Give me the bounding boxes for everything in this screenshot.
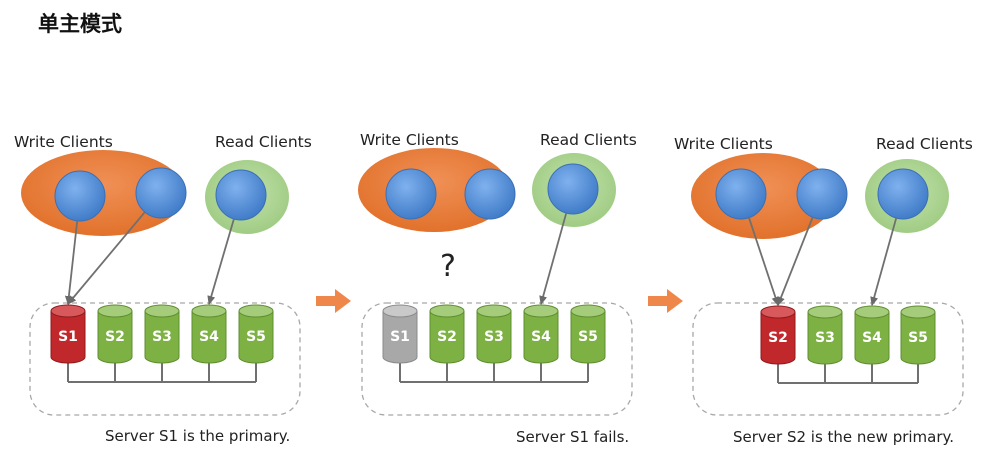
server-top-icon [854,305,890,319]
server-label: S1 [390,329,410,345]
server-primary-icon [760,311,796,365]
server-label: S4 [531,329,551,345]
server-label: S5 [578,329,598,345]
server-top-icon [50,304,86,318]
server-secondary-icon [807,311,843,365]
server-top-icon [97,304,133,318]
server-top-icon [476,304,512,318]
server-top-icon [238,304,274,318]
server-top-icon [807,305,843,319]
server-label: S3 [484,329,504,345]
server-label: S3 [152,329,172,345]
client-node-icon [464,168,516,220]
server-label: S4 [199,329,219,345]
server-top-icon [144,304,180,318]
server-group-box [692,302,964,416]
server-top-icon [900,305,936,319]
server-top-icon [523,304,559,318]
client-node-icon [715,168,767,220]
server-top-icon [760,305,796,319]
server-group-box [361,302,633,416]
server-top-icon [429,304,465,318]
server-label: S3 [815,330,835,346]
step-arrow-icon [648,289,683,313]
server-secondary-icon [476,310,512,364]
panel-caption: Server S1 fails. [516,428,629,446]
server-label: S2 [105,329,125,345]
step-arrow-icon [316,289,351,313]
client-node-icon [135,167,187,219]
connection-arrow [777,216,814,306]
write-clients-label: Write Clients [674,135,773,153]
server-secondary-icon [854,311,890,365]
server-secondary-icon [429,310,465,364]
read-clients-label: Read Clients [540,131,637,149]
server-secondary-icon [191,310,227,364]
connection-arrow [64,220,79,305]
server-label: S5 [908,330,928,346]
server-secondary-icon [144,310,180,364]
client-node-icon [547,163,599,215]
server-label: S4 [862,330,882,346]
client-node-icon [54,170,106,222]
panel-caption: Server S1 is the primary. [105,427,290,445]
server-group-box [29,302,301,416]
question-mark: ? [440,249,456,284]
connection-arrow [539,212,568,305]
page-title: 单主模式 [38,12,122,36]
server-secondary-icon [523,310,559,364]
server-label: S2 [437,329,457,345]
server-label: S1 [58,329,78,345]
server-failed-icon [382,310,418,364]
server-top-icon [570,304,606,318]
connection-arrow [748,217,780,306]
write-clients-label: Write Clients [360,131,459,149]
server-top-icon [191,304,227,318]
write-clients-label: Write Clients [14,133,113,151]
server-label: S5 [246,329,266,345]
server-primary-icon [50,310,86,364]
client-node-icon [215,169,267,221]
server-top-icon [382,304,418,318]
server-secondary-icon [900,311,936,365]
client-node-icon [796,168,848,220]
server-secondary-icon [570,310,606,364]
client-node-icon [385,168,437,220]
panel-caption: Server S2 is the new primary. [733,428,954,446]
read-clients-label: Read Clients [215,133,312,151]
server-secondary-icon [97,310,133,364]
server-label: S2 [768,330,788,346]
connection-arrow [207,218,235,305]
server-secondary-icon [238,310,274,364]
client-node-icon [877,168,929,220]
connection-arrow [67,211,146,305]
connection-arrow [870,217,898,306]
read-clients-label: Read Clients [876,135,973,153]
